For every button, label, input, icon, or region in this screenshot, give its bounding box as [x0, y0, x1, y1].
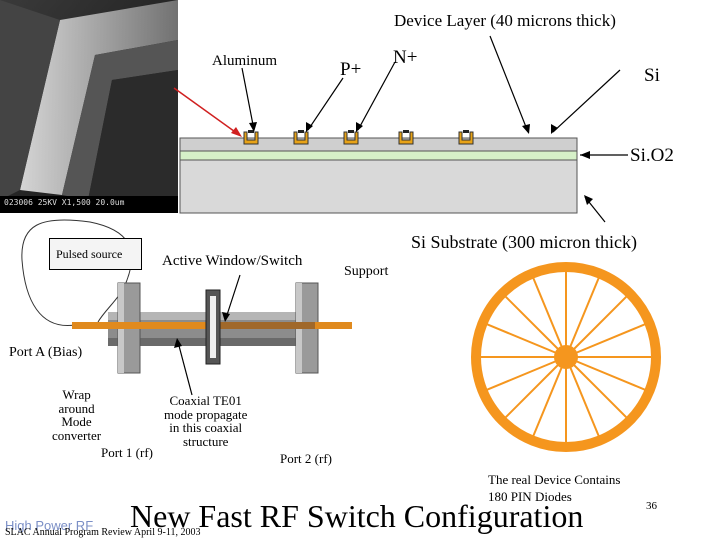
- label-aluminum: Aluminum: [212, 53, 278, 69]
- substrate-layer: [179, 159, 578, 214]
- wheel-spoke: [486, 323, 567, 358]
- label-p-plus: P+: [340, 59, 362, 80]
- wheel-spoke: [504, 356, 567, 419]
- label-support: Support: [344, 264, 389, 279]
- wheel-spoke: [504, 295, 567, 358]
- label-port2: Port 2 (rf): [280, 451, 332, 466]
- wheel-spoke: [565, 323, 646, 358]
- pin-diode-wheel: [471, 262, 661, 452]
- pulsed-source-box: Pulsed source: [49, 238, 142, 270]
- slide-title: New Fast RF Switch Configuration: [130, 498, 584, 534]
- wheel-spoke: [565, 356, 600, 437]
- wheel-spoke: [565, 277, 600, 358]
- footer-org: SLAC Annual Program Review April 9-11, 2…: [5, 527, 201, 538]
- coax-arrows: [177, 274, 241, 396]
- label-wrap-around: Wrap around Mode converter: [52, 387, 102, 443]
- label-device-contains: The real Device Contains 180 PIN Diodes: [488, 472, 621, 504]
- wheel-spoke: [565, 356, 646, 391]
- bias-wire: [21, 219, 133, 327]
- wheel-spoke: [532, 356, 567, 437]
- device-layer: [179, 137, 578, 152]
- label-port-a: Port A (Bias): [9, 345, 83, 360]
- sem-image-art: [0, 0, 178, 213]
- sem-caption: 023006 25KV X1,500 20.0um: [4, 198, 125, 207]
- wheel-spoke: [565, 356, 628, 419]
- sem-micrograph: 023006 25KV X1,500 20.0um: [0, 0, 178, 213]
- footer-watermark: High Power RF: [5, 518, 94, 533]
- page-number: 36: [646, 500, 657, 512]
- label-port1: Port 1 (rf): [101, 445, 153, 460]
- label-coaxial: Coaxial TE01 mode propagate in this coax…: [164, 393, 248, 449]
- label-n-plus: N+: [393, 47, 418, 68]
- label-substrate: Si Substrate (300 micron thick): [411, 232, 637, 252]
- oxide-layer: [179, 150, 578, 161]
- contact-pads: [243, 130, 474, 145]
- sem-pointer-arrow: [173, 87, 239, 135]
- wheel-spoke: [565, 295, 628, 358]
- label-sio2: Si.O2: [630, 145, 674, 166]
- label-device-layer: Device Layer (40 microns thick): [394, 11, 616, 30]
- wheel-spoke: [486, 356, 567, 391]
- label-active-window: Active Window/Switch: [162, 253, 303, 269]
- wheel-spoke: [532, 277, 567, 358]
- label-pulsed-source: Pulsed source: [56, 247, 123, 261]
- label-si: Si: [644, 65, 660, 86]
